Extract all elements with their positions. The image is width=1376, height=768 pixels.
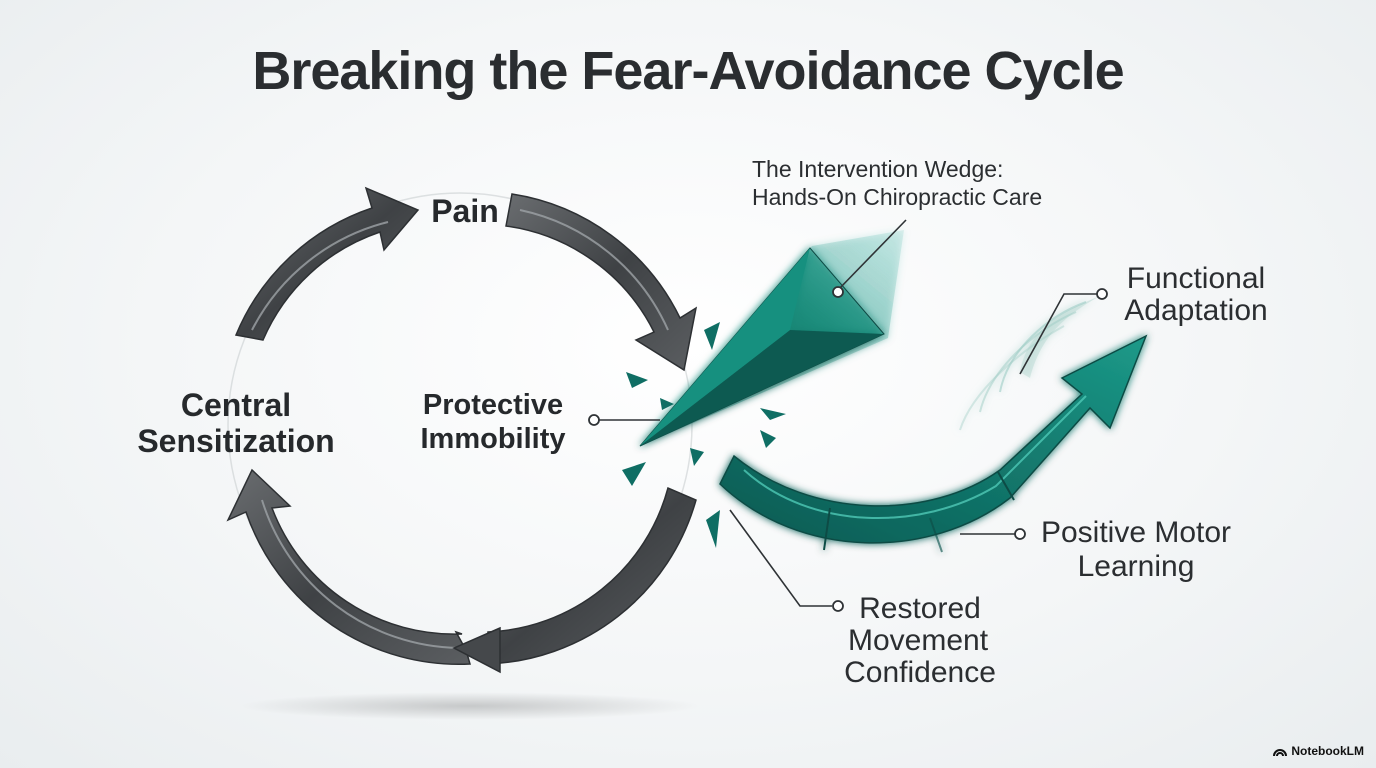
notebooklm-logo-icon: [1273, 749, 1288, 757]
label-functional-1: Functional: [1127, 262, 1265, 295]
cycle-arrow-to-central: [226, 468, 471, 666]
intervention-wedge: [639, 230, 904, 447]
label-positive-1: Positive Motor: [1041, 516, 1231, 549]
cycle-arrow-to-protective: [505, 193, 698, 372]
label-intervention-1: The Intervention Wedge:: [752, 156, 1003, 182]
label-intervention-2: Hands-On Chiropractic Care: [752, 184, 1042, 210]
page-title: Breaking the Fear-Avoidance Cycle: [252, 41, 1124, 101]
label-protective-2: Immobility: [420, 423, 565, 455]
dot-intervention: [832, 286, 844, 298]
label-restored-1: Restored: [859, 592, 981, 625]
label-restored-3: Confidence: [844, 656, 996, 689]
cycle-arrows: [226, 186, 698, 674]
label-pain: Pain: [431, 193, 499, 229]
label-central-1: Central: [181, 387, 291, 423]
dot-protective: [588, 414, 600, 426]
cycle-arrowhead-bottom: [452, 626, 501, 674]
label-restored-2: Movement: [848, 624, 989, 657]
recovery-arrow: [719, 296, 1148, 553]
dot-positive: [1014, 528, 1026, 540]
dot-restored: [832, 600, 844, 612]
cycle-arrow-to-pain: [234, 186, 420, 341]
label-positive-2: Learning: [1078, 550, 1195, 583]
cycle-arrow-bottom-right: [485, 486, 697, 665]
label-protective-1: Protective: [423, 389, 563, 421]
notebooklm-brand: NotebookLM: [1273, 744, 1364, 758]
brand-label: NotebookLM: [1291, 744, 1364, 758]
label-functional-2: Adaptation: [1124, 294, 1267, 327]
label-central-2: Sensitization: [137, 423, 334, 459]
cycle-shadow: [240, 692, 700, 720]
connectors: [598, 219, 1100, 607]
connector-dots: [588, 286, 1108, 612]
dot-functional: [1096, 288, 1108, 300]
